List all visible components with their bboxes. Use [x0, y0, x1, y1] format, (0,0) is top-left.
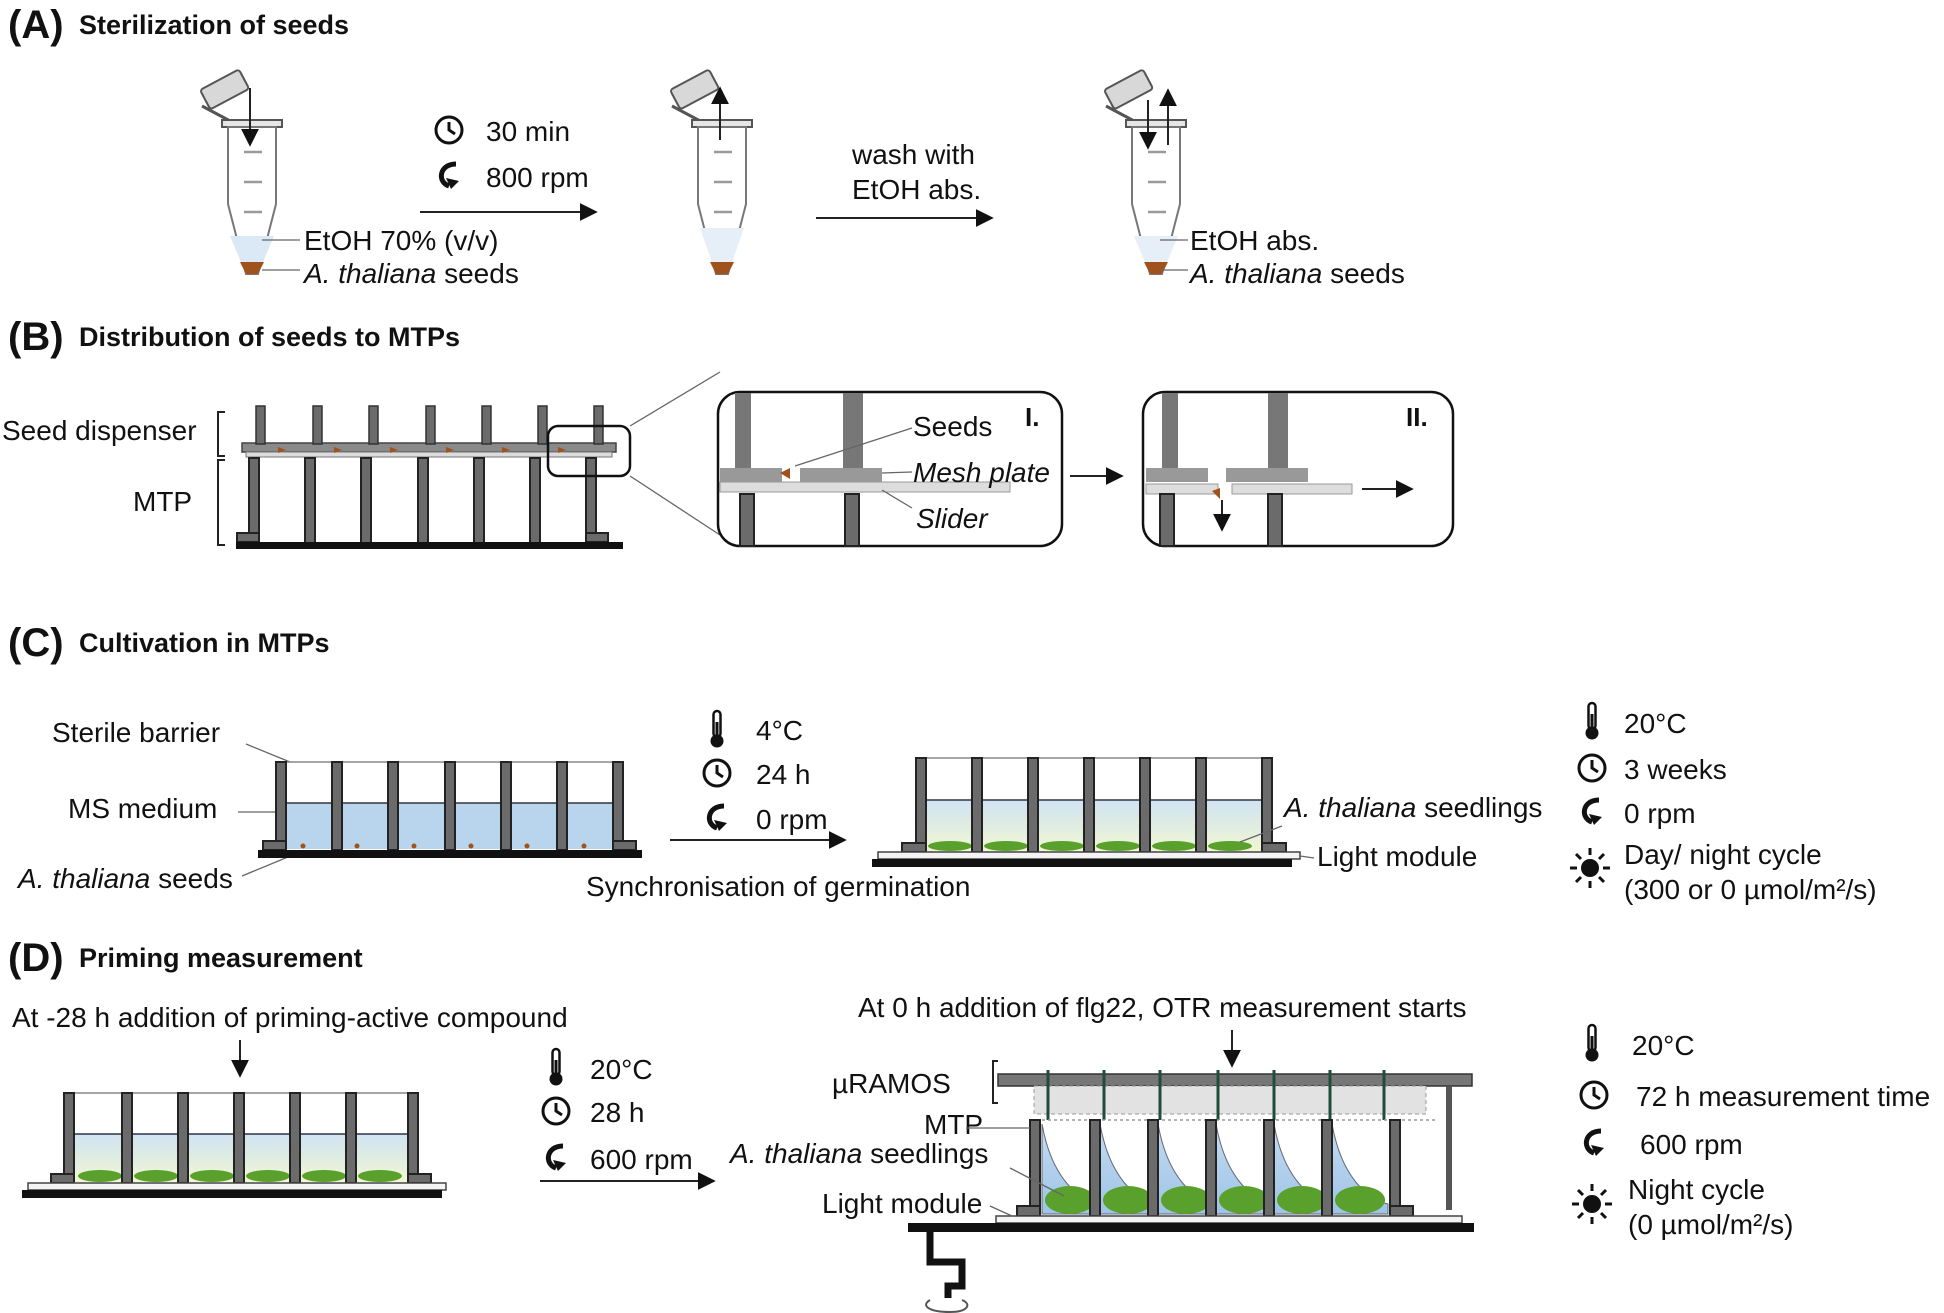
- mtp-plate-d2: [908, 1119, 1474, 1313]
- etoh-abs-label: EtOH abs.: [1190, 225, 1319, 256]
- cycle-intensity-d: (0 µmol/m²/s): [1628, 1209, 1793, 1240]
- tube-icon: [668, 67, 754, 276]
- speed-800rpm: 800 rpm: [486, 162, 589, 193]
- cycle-label-c: Day/ night cycle: [1624, 839, 1822, 870]
- temp-20c: 20°C: [1624, 708, 1687, 739]
- otr-start-label: At 0 h addition of flg22, OTR measuremen…: [858, 992, 1467, 1023]
- panel-a: (A) Sterilization of seeds EtOH 70% (v/v…: [8, 3, 1405, 289]
- sun-icon: [1568, 846, 1612, 890]
- addition-label: At -28 h addition of priming-active comp…: [12, 1002, 568, 1033]
- speed-600rpm-2: 600 rpm: [1640, 1129, 1743, 1160]
- panel-b: (B) Distribution of seeds to MTPs Seed d…: [2, 315, 1455, 549]
- mtp-label-d: MTP: [924, 1109, 983, 1140]
- panel-d-letter: (D): [8, 936, 64, 980]
- synchronisation-label: Synchronisation of germination: [586, 871, 970, 902]
- seeds-label-a2: A. thaliana seeds: [1188, 258, 1405, 289]
- light-module-label-c: Light module: [1317, 841, 1477, 872]
- speed-600rpm: 600 rpm: [590, 1144, 693, 1175]
- time-30min: 30 min: [486, 116, 570, 147]
- panel-d: (D) Priming measurement At -28 h additio…: [8, 936, 1930, 1313]
- tube-icon: [198, 67, 284, 276]
- seeds-label-b: Seeds: [913, 411, 992, 442]
- slider-label: Slider: [916, 503, 989, 534]
- light-module-label-d: Light module: [822, 1188, 982, 1219]
- cycle-intensity-c: (300 or 0 µmol/m²/s): [1624, 874, 1877, 905]
- time-72h: 72 h measurement time: [1636, 1081, 1930, 1112]
- clock-icon: [541, 1096, 571, 1126]
- step-2-label: II.: [1406, 402, 1428, 432]
- ms-medium-label: MS medium: [68, 793, 217, 824]
- thermometer-icon: [1584, 1023, 1600, 1063]
- mtp-plate-b: [236, 457, 623, 549]
- clock-icon: [434, 115, 464, 145]
- seedlings-label-d: A. thaliana seedlings: [728, 1138, 988, 1169]
- speed-0rpm-2: 0 rpm: [1624, 798, 1696, 829]
- seedlings-label-c: A. thaliana seedlings: [1282, 792, 1542, 823]
- zoom-panel-1: Seeds Mesh plate Slider I.: [716, 390, 1064, 548]
- time-28h: 28 h: [590, 1097, 645, 1128]
- panel-b-title: Distribution of seeds to MTPs: [79, 322, 460, 352]
- temp-4c: 4°C: [756, 715, 803, 746]
- sterile-barrier-label: Sterile barrier: [52, 717, 220, 748]
- step-1-label: I.: [1025, 402, 1039, 432]
- mesh-plate-label: Mesh plate: [913, 457, 1050, 488]
- panel-a-title: Sterilization of seeds: [79, 10, 349, 40]
- zoom-box: [546, 424, 632, 478]
- panel-a-letter: (A): [8, 3, 64, 47]
- temp-20c-d2: 20°C: [1632, 1030, 1695, 1061]
- thermometer-icon: [709, 709, 725, 749]
- panel-d-title: Priming measurement: [79, 943, 363, 973]
- seed-dispenser: [241, 405, 617, 458]
- mtp-label-b: MTP: [133, 486, 192, 517]
- mtp-plate-d1: [22, 1092, 447, 1198]
- wash-label-2: EtOH abs.: [852, 174, 981, 205]
- panel-c: (C) Cultivation in MTPs Sterile barrier …: [8, 621, 1877, 905]
- panel-b-letter: (B): [8, 315, 64, 359]
- rotation-icon: [1584, 800, 1602, 825]
- mtp-plate-c1: [258, 761, 642, 858]
- clock-icon: [702, 758, 732, 788]
- thermometer-icon: [548, 1047, 564, 1087]
- etoh70-label: EtOH 70% (v/v): [304, 225, 498, 256]
- temp-20c-d: 20°C: [590, 1054, 653, 1085]
- seed-dispenser-label: Seed dispenser: [2, 415, 197, 446]
- seeds-label-c: A. thaliana seeds: [16, 863, 233, 894]
- wash-label: wash with: [851, 139, 975, 170]
- time-3weeks: 3 weeks: [1624, 754, 1727, 785]
- tube-icon: [1102, 67, 1188, 276]
- panel-c-title: Cultivation in MTPs: [79, 628, 330, 658]
- speed-0rpm: 0 rpm: [756, 804, 828, 835]
- rotation-icon: [1586, 1131, 1604, 1156]
- rotation-icon: [548, 1146, 566, 1171]
- clock-icon: [1577, 753, 1607, 783]
- uramos-label: µRAMOS: [832, 1068, 951, 1099]
- panel-c-letter: (C): [8, 621, 64, 665]
- sun-icon: [1570, 1182, 1614, 1226]
- clock-icon: [1579, 1080, 1609, 1110]
- rotation-icon: [709, 806, 727, 831]
- cycle-label-d: Night cycle: [1628, 1174, 1765, 1205]
- zoom-panel-2: II.: [1141, 390, 1455, 548]
- seeds-label-a: A. thaliana seeds: [302, 258, 519, 289]
- thermometer-icon: [1584, 701, 1600, 741]
- rotation-icon: [441, 164, 459, 189]
- mtp-plate-c2: [872, 757, 1301, 867]
- uramos-device: [997, 1070, 1473, 1210]
- time-24h: 24 h: [756, 759, 811, 790]
